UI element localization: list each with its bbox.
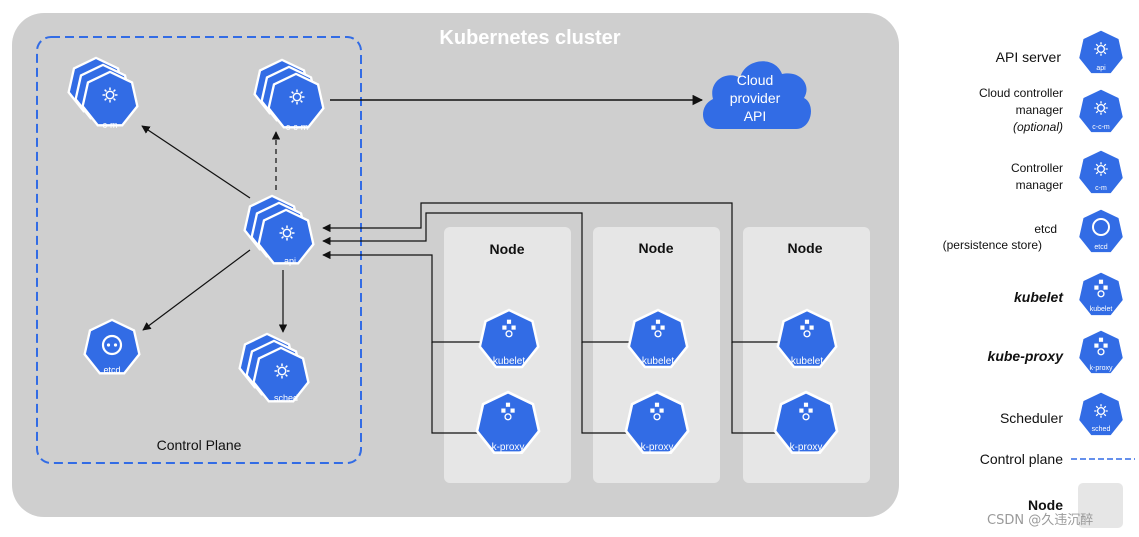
kubelet-icon-label: kubelet: [642, 356, 674, 367]
kproxy-icon-label: k-proxy: [492, 442, 525, 453]
node-title: Node: [639, 240, 674, 256]
legend-control-plane: Control plane: [980, 451, 1063, 467]
legend-ccm-line3: (optional): [1013, 120, 1063, 134]
legend-kube-proxy: kube-proxy: [988, 348, 1065, 364]
legend-node: Node: [1028, 497, 1063, 513]
api-icon-label: api: [284, 256, 296, 266]
kubelet-icon: kubelet: [627, 308, 689, 369]
k-proxy-icon: k-proxy: [773, 390, 839, 455]
legend-api-server: API server: [996, 49, 1062, 65]
etcd-icon-label: etcd: [103, 365, 120, 375]
legend-cm-line1: Controller: [1011, 161, 1063, 175]
cloud-label-line1: Cloud: [737, 72, 774, 88]
node-title: Node: [490, 241, 525, 257]
k-proxy-icon: k-proxy: [475, 390, 541, 455]
kubelet-icon-label: kubelet: [493, 356, 525, 367]
api-server-icon: api: [243, 194, 315, 266]
legend-kubelet: kubelet: [1014, 289, 1064, 305]
kubelet-icon-label: kubelet: [791, 356, 823, 367]
legend-ccm-icon-label: c-c-m: [1092, 124, 1110, 131]
legend-etcd-line2: (persistence store): [943, 238, 1042, 252]
kubelet-icon: kubelet: [776, 308, 838, 369]
cluster-title: Kubernetes cluster: [439, 27, 620, 49]
legend-ccm-line1: Cloud controller: [979, 86, 1063, 100]
node-title: Node: [788, 240, 823, 256]
legend-etcd-icon-label: etcd: [1094, 244, 1107, 251]
cloud-controller-manager-icon: c-c-m: [253, 58, 325, 132]
control-plane-box: [36, 36, 362, 464]
node-to-api-connectors: [322, 202, 780, 434]
kproxy-icon-label: k-proxy: [790, 442, 823, 453]
control-plane-label: Control Plane: [157, 437, 242, 453]
ccm-icon-label: c-c-m: [286, 122, 309, 132]
controller-manager-icon: c-m: [67, 56, 139, 130]
etcd-icon: etcd: [83, 318, 141, 375]
legend-sched-icon-label: sched: [1092, 426, 1111, 433]
cloud-provider-api: Cloud provider API: [702, 61, 811, 129]
kubelet-icon: kubelet: [478, 308, 540, 369]
legend: API server api Cloud controller manager …: [943, 28, 1135, 528]
legend-scheduler: Scheduler: [1000, 410, 1063, 426]
sched-icon-label: sched: [274, 393, 298, 403]
kproxy-icon-label: k-proxy: [641, 442, 674, 453]
legend-cm-icon-label: c-m: [1095, 185, 1107, 192]
legend-ccm-line2: manager: [1016, 103, 1063, 117]
legend-kubelet-icon-label: kubelet: [1090, 306, 1113, 313]
legend-node-swatch: [1078, 483, 1123, 528]
cm-icon-label: c-m: [103, 120, 118, 130]
legend-kproxy-icon-label: k-proxy: [1090, 365, 1113, 372]
control-plane-arrows: [141, 94, 704, 333]
scheduler-icon: sched: [238, 332, 310, 403]
cloud-label-line2: provider: [730, 90, 781, 106]
legend-api-icon-label: api: [1096, 65, 1106, 72]
k-proxy-icon: k-proxy: [624, 390, 690, 455]
legend-etcd-line1: etcd: [1034, 222, 1057, 236]
legend-cm-line2: manager: [1016, 178, 1063, 192]
watermark: CSDN @久违沉醉: [987, 513, 1094, 528]
cloud-label-line3: API: [744, 108, 767, 124]
